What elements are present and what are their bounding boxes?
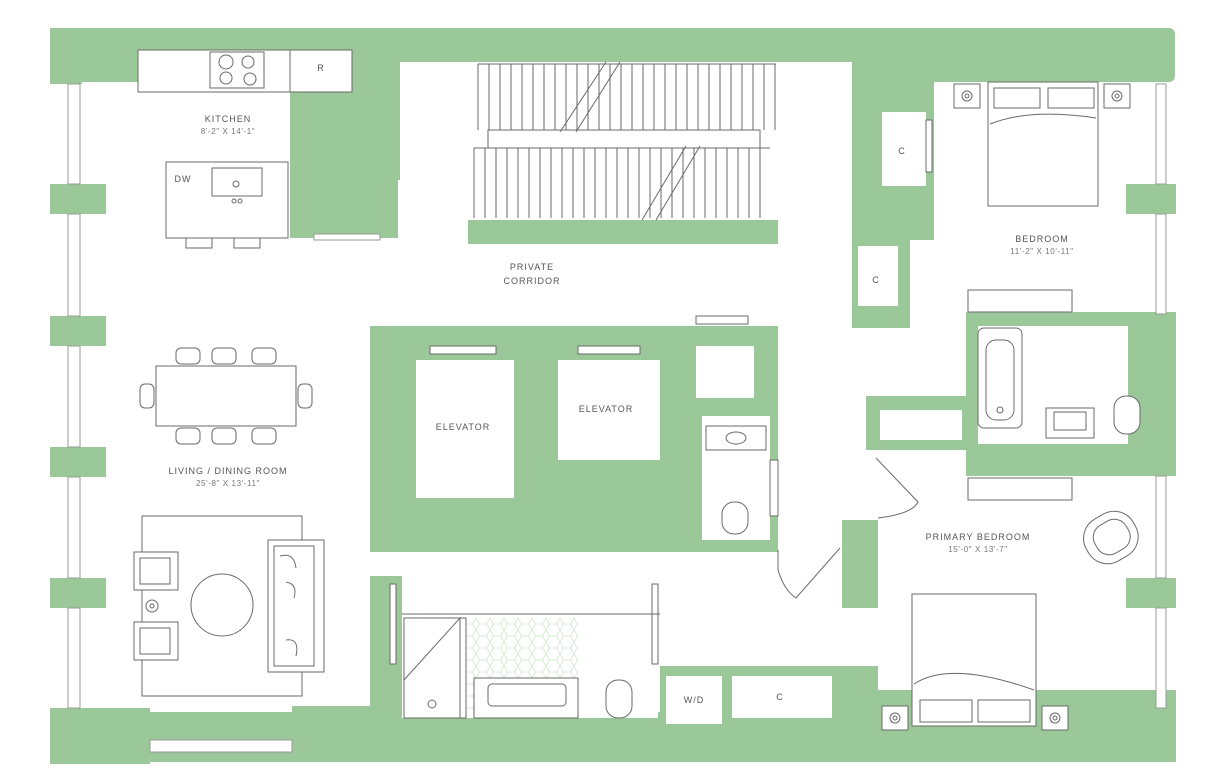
dining-chair bbox=[297, 383, 313, 409]
core-fixtures bbox=[429, 315, 841, 599]
elevator-1-label: ELEVATOR bbox=[436, 422, 491, 432]
dishwasher-label: DW bbox=[175, 174, 192, 184]
living-set bbox=[133, 515, 325, 697]
bedroom-label: BEDROOM bbox=[1015, 234, 1069, 244]
dining-chair bbox=[211, 427, 237, 445]
primary-bedroom-dims: 15'-0" X 13'-7" bbox=[948, 545, 1008, 554]
exterior-corner-bottom-left bbox=[50, 708, 150, 764]
elevator-2-label: ELEVATOR bbox=[579, 404, 634, 414]
shower bbox=[403, 617, 467, 719]
primary-bedroom-fixtures bbox=[875, 457, 1139, 731]
wall-stair-left bbox=[370, 60, 400, 180]
dining-chair bbox=[251, 347, 277, 365]
wall-pier bbox=[1126, 578, 1176, 608]
toilet bbox=[1113, 395, 1141, 435]
nightstand bbox=[1103, 83, 1131, 109]
dining-set bbox=[139, 347, 313, 445]
primary-bed bbox=[911, 593, 1037, 727]
bed bbox=[987, 81, 1099, 207]
kitchen-label: KITCHEN bbox=[205, 114, 252, 124]
primary-bath-fixtures bbox=[967, 327, 1141, 501]
wall-bath-bottom-left bbox=[292, 706, 372, 736]
toilet bbox=[605, 679, 633, 719]
corridor-closet-label: C bbox=[872, 275, 880, 285]
dining-chair bbox=[175, 427, 201, 445]
room-labels: KITCHEN 8'-2" X 14'-1" PRIVATE CORRIDOR … bbox=[168, 114, 1073, 554]
wall-pier bbox=[1126, 184, 1176, 214]
kitchen-dims: 8'-2" X 14'-1" bbox=[201, 127, 256, 136]
nightstand bbox=[881, 705, 909, 731]
dining-chair bbox=[211, 347, 237, 365]
exterior-corner-top-left bbox=[50, 28, 82, 84]
wall-bath-enclosure bbox=[370, 576, 402, 736]
refrigerator-label: R bbox=[317, 63, 325, 73]
kitchen-fixtures: R DW bbox=[137, 49, 353, 249]
corridor-label: PRIVATE bbox=[510, 262, 554, 272]
guest-bath-fixtures: W/D C bbox=[389, 583, 784, 719]
washer-dryer-label: W/D bbox=[684, 695, 705, 705]
wall-stair-bottom bbox=[468, 220, 778, 244]
living-dims: 25'-8" X 13'-11" bbox=[196, 479, 260, 488]
coffee-table bbox=[190, 573, 254, 637]
corridor-label-line2: CORRIDOR bbox=[504, 276, 561, 286]
cooktop bbox=[209, 51, 265, 89]
laundry-closet-label: C bbox=[776, 692, 784, 702]
dining-table bbox=[155, 365, 297, 427]
refrigerator bbox=[289, 49, 353, 93]
nightstand bbox=[1041, 705, 1069, 731]
lounge-chair bbox=[1083, 510, 1139, 565]
staircase bbox=[473, 61, 776, 221]
bedroom-dims: 11'-2" X 10'-11" bbox=[1010, 247, 1073, 256]
living-label: LIVING / DINING ROOM bbox=[168, 466, 287, 476]
bathtub bbox=[977, 327, 1023, 429]
dining-chair bbox=[139, 383, 155, 409]
wall-pier bbox=[50, 316, 106, 346]
windows bbox=[67, 83, 1167, 753]
sofa bbox=[267, 539, 325, 673]
primary-bedroom-label: PRIMARY BEDROOM bbox=[926, 532, 1031, 542]
bedroom-fixtures: C C bbox=[872, 81, 1131, 313]
bedroom-closet-label: C bbox=[898, 146, 906, 156]
nightstand bbox=[953, 83, 981, 109]
wall-pier bbox=[50, 578, 106, 608]
dining-chair bbox=[251, 427, 277, 445]
lamp-icon bbox=[145, 599, 159, 613]
wall-primary-door bbox=[842, 520, 878, 608]
double-vanity bbox=[473, 677, 579, 719]
dining-chair bbox=[175, 347, 201, 365]
wall-pier bbox=[50, 184, 106, 214]
wall-pier bbox=[50, 447, 106, 477]
